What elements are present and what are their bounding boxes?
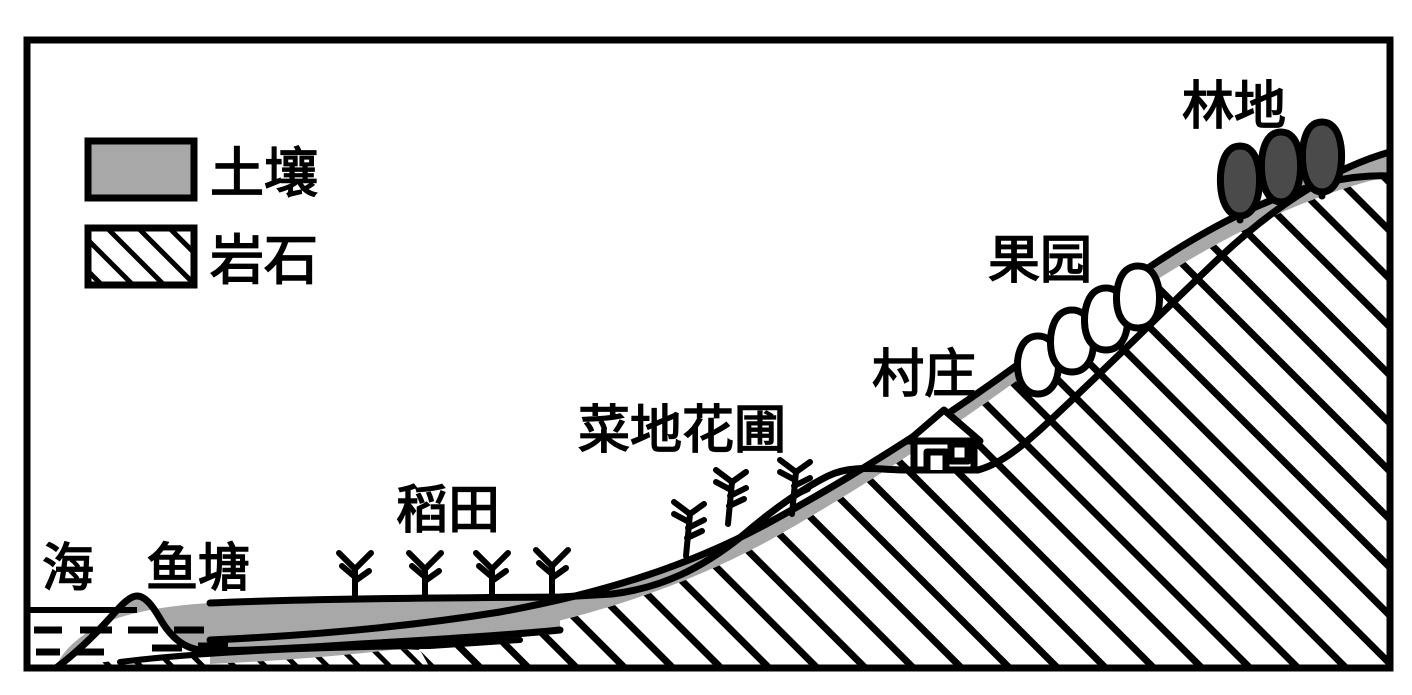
forest-tree	[1217, 142, 1263, 224]
legend-label-soil: 土壤	[210, 141, 318, 205]
orchard-tree	[1113, 262, 1163, 332]
label-sea: 海	[42, 538, 94, 599]
house-window	[947, 440, 972, 465]
rice-plant-group	[336, 547, 571, 600]
label-forest: 林地	[1182, 76, 1286, 137]
legend-swatch-soil	[84, 137, 198, 202]
sea-water-dashes	[34, 626, 228, 656]
house-roof	[904, 406, 984, 445]
label-vegetable-plot: 菜地花圃	[578, 400, 786, 461]
orchard-tree-group	[1014, 262, 1163, 398]
label-village: 村庄	[872, 344, 976, 405]
legend-item-rock: 岩石	[84, 224, 318, 292]
soil-rock-contact-line	[206, 172, 1390, 644]
legend-label-rock: 岩石	[210, 228, 318, 292]
forest-tree-group	[1217, 118, 1345, 224]
legend: 土壤 岩石	[84, 137, 318, 292]
label-paddy: 稻田	[396, 480, 500, 541]
ground-surface-line-terrace	[206, 148, 1390, 607]
diagram-frame	[23, 36, 1394, 672]
forest-tree	[1299, 118, 1345, 200]
rock-top-line-left	[117, 637, 523, 665]
ground-surface-line	[52, 592, 564, 668]
rock-layer	[27, 176, 1390, 668]
village-house-icon	[904, 406, 984, 474]
vegetable-plant-group	[671, 457, 813, 559]
house-door	[923, 448, 950, 474]
forest-tree	[1258, 128, 1304, 208]
label-fishpond: 鱼塘	[146, 538, 250, 599]
legend-item-soil: 土壤	[84, 137, 318, 205]
label-orchard: 果园	[988, 230, 1092, 291]
legend-swatch-rock	[84, 224, 198, 289]
